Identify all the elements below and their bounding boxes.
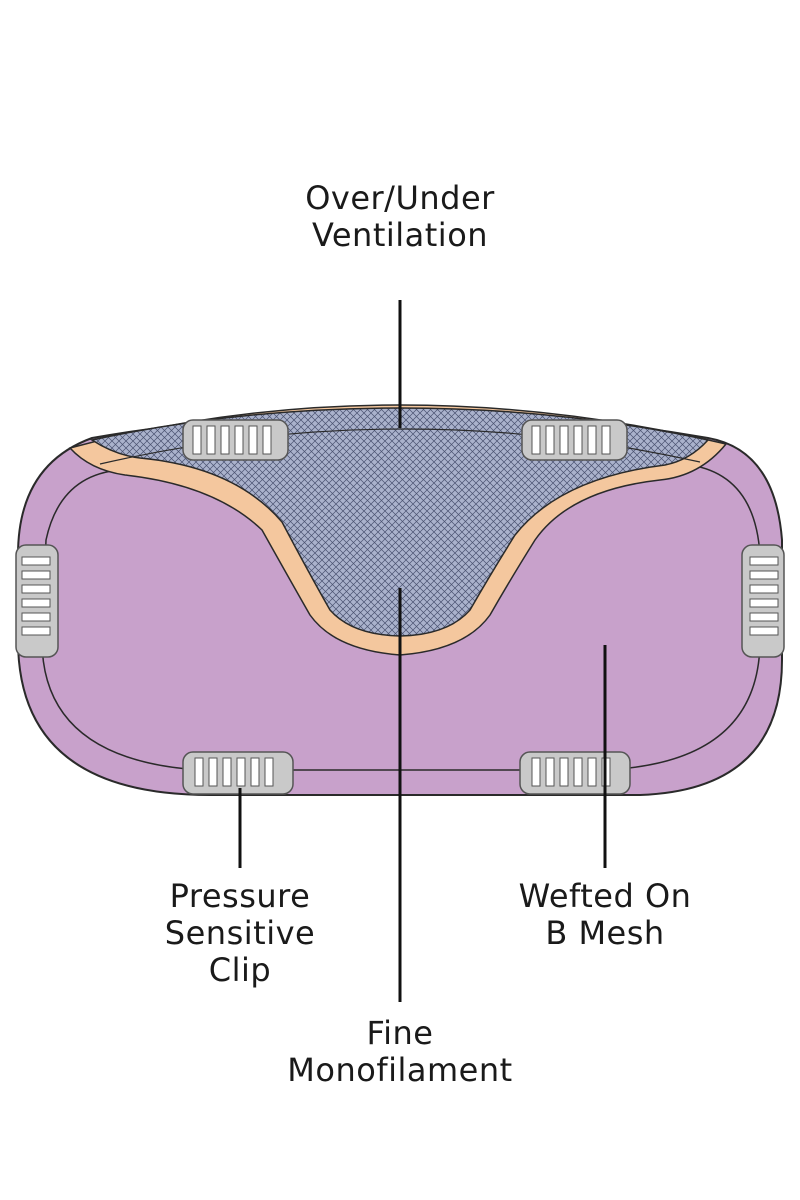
clip-top-left [182,419,289,461]
mesh-label-line2: B Mesh [545,914,665,952]
mesh-label-line1: Wefted On [518,877,692,915]
clip-top-right [521,419,628,461]
monofilament-mesh [90,407,710,637]
clip-label-line1: Pressure [169,877,311,915]
clip-left [15,544,59,658]
clip-label-line3: Clip [208,951,272,989]
clip-right [741,544,785,658]
clip-bottom-left [182,751,294,795]
ventilation-label: Over/Under Ventilation [240,180,560,254]
monofilament-label-line1: Fine [366,1014,434,1052]
clip-label: Pressure Sensitive Clip [120,878,360,989]
ventilation-label-line1: Over/Under [305,179,495,217]
clip-label-line2: Sensitive [164,914,316,952]
monofilament-label-line2: Monofilament [287,1051,513,1089]
clip-bottom-right [519,751,631,795]
ventilation-label-line2: Ventilation [311,216,489,254]
mesh-label: Wefted On B Mesh [470,878,740,952]
monofilament-label: Fine Monofilament [240,1015,560,1089]
